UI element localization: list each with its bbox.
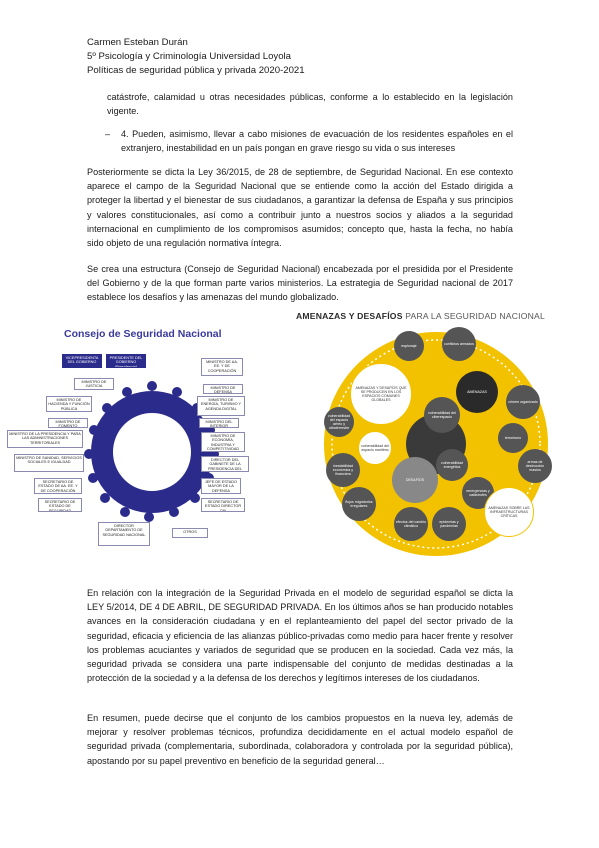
council-member-box: MINISTRO DE ECONOMÍA, INDUSTRIA Y COMPET… [201,432,245,452]
council-member-box: VICEPRESIDENTA DEL GOBIERNO [62,354,102,368]
threat-node: AMENAZAS Y DESAFÍOS QUE SE PRODUCEN EN L… [350,363,412,425]
threat-node: crimen organizado [506,385,540,419]
paragraph-ley-5-2014: En relación con la integración de la Seg… [87,588,513,684]
council-member-box: SECRETARIO DE ESTADO DE SEGURIDAD [38,498,82,512]
council-member-box: JEFE DE ESTADO MAYOR DE LA DEFENSA [201,478,241,494]
council-member-box: MINISTRO DE SANIDAD, SERVICIOS SOCIALES … [14,454,84,472]
council-member-box: SECRETARIO DE ESTADO DIRECTOR CNI [201,498,245,512]
intro-continuation: catástrofe, calamidad u otras necesidade… [107,92,513,117]
threats-diagram: AMENAZAS Y DESAFÍOS PARA LA SEGURIDAD NA… [296,311,576,556]
council-title: Consejo de Seguridad Nacional [64,328,222,340]
threat-node: flujos migratorios irregulares [342,487,376,521]
council-member-box: PRESIDENTE DEL GOBIERNO (Presidencia) [106,354,146,368]
paragraph-resumen: En resumen, puede decirse que el conjunt… [87,713,513,766]
list-item-text: 4. Pueden, asimismo, llevar a cabo misio… [121,129,513,154]
threats-title: AMENAZAS Y DESAFÍOS PARA LA SEGURIDAD NA… [296,311,545,321]
council-member-box: DIRECTOR DEPARTAMENTO DE SEGURIDAD NACIO… [98,522,150,546]
threat-node: espionaje [394,331,424,361]
threat-node: armas de destrucción masiva [518,449,552,483]
council-member-box: OTROS [172,528,208,538]
threats-title-bold: AMENAZAS Y DESAFÍOS [296,311,403,321]
threat-node: DESAFÍOS [392,457,438,503]
threat-node: inestabilidad económica y financiera [326,453,360,487]
course-line: 5º Psicología y Criminología Universidad… [87,51,292,62]
council-member-box: MINISTRO DE HACIENDA Y FUNCIÓN PÚBLICA [46,396,92,412]
council-member-box: MINISTRO DE AA. EE. Y DE COOPERACIÓN [201,358,243,376]
council-member-box: MINISTRO DE DEFENSA [203,384,243,394]
threat-node: AMENAZAS SOBRE LAS INFRAESTRUCTURAS CRÍT… [484,487,534,537]
council-member-box: DIRECTOR DEL GABINETE DE LA PRESIDENCIA … [201,456,249,472]
council-member-box: MINISTRO DE ENERGÍA, TURISMO Y AGENDA DI… [197,396,245,416]
threat-node: efectos del cambio climático [394,507,428,541]
paragraph-ley-36-2015: Posteriormente se dicta la Ley 36/2015, … [87,167,513,249]
subject-line: Políticas de seguridad pública y privada… [87,65,305,76]
threat-node: terrorismo [498,423,528,453]
council-member-box: MINISTRO DE FOMENTO [48,418,88,428]
threats-title-rest: PARA LA SEGURIDAD NACIONAL [402,311,545,321]
threat-node: vulnerabilidad del ciberespacio [424,397,460,433]
threat-node: AMENAZAS [456,371,498,413]
threat-node: vulnerabilidad energética [436,449,468,481]
list-dash: – [105,129,111,139]
threat-node: vulnerabilidad del espacio marítimo [358,431,392,465]
council-member-box: MINISTRO DE JUSTICIA [74,378,114,390]
document-header: Carmen Esteban Durán 5º Psicología y Cri… [87,36,305,78]
threat-node: epidemias y pandemias [432,507,466,541]
paragraph-consejo: Se crea una estructura (Consejo de Segur… [87,264,513,303]
list-item-4: – 4. Pueden, asimismo, llevar a cabo mis… [105,127,513,155]
author-name: Carmen Esteban Durán [87,37,188,48]
council-member-box: MINISTRO DE LA PRESIDENCIA Y PARA LAS AD… [7,430,83,448]
council-diagram: Consejo de Seguridad Nacional VICEPRESID… [4,326,294,556]
threat-node: conflictos armados [442,327,476,361]
council-member-box: SECRETARIO DE ESTADO DE AA. EE. Y DE COO… [34,478,82,494]
council-member-box: MINISTRO DEL INTERIOR [199,418,239,428]
threat-node: vulnerabilidad del espacio aéreo y ultra… [324,407,354,437]
